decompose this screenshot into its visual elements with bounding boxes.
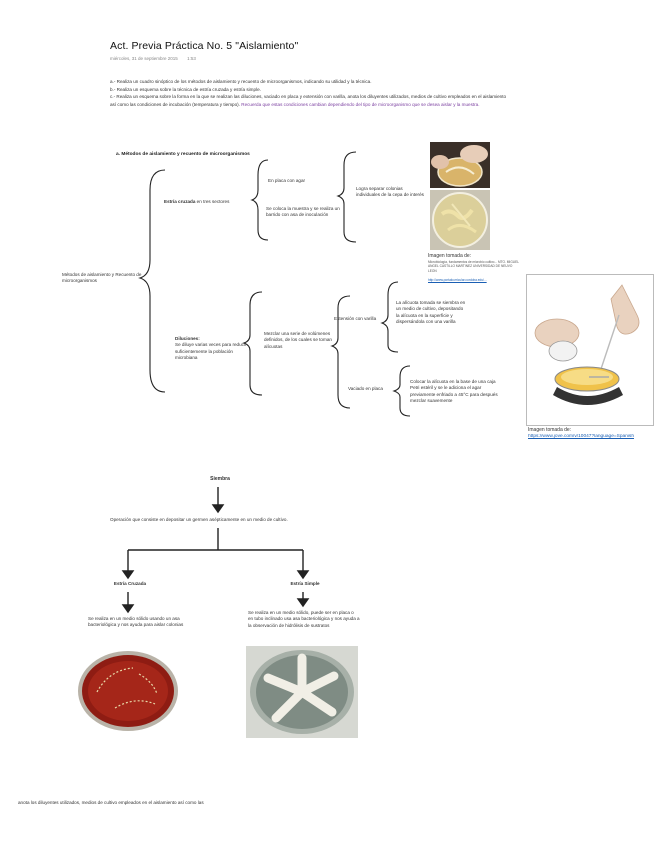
diluciones-node: Diluciones:Se diluye varias veces para r…	[175, 336, 247, 361]
page-title: Act. Previa Práctica No. 5 "Aislamiento"	[110, 40, 299, 52]
vaciado-text: Vaciado en placa	[348, 386, 383, 391]
mezclar-text: Mezclar una serie de volúmenes definidos…	[264, 331, 332, 349]
section-title: a. Métodos de aislamiento y recuento de …	[116, 152, 250, 157]
siembra-title: Siembra	[210, 476, 230, 482]
diluciones-label: Diluciones:	[175, 336, 200, 341]
hand-petri-photo	[430, 142, 490, 188]
instruction-note: Recuerda que estas condiciones cambian d…	[241, 101, 480, 107]
streak-plate-photo	[430, 190, 490, 250]
spreading-illustration	[526, 274, 654, 426]
img2-link[interactable]: https://www.jove.com/v/10047?language=Sp…	[528, 434, 634, 439]
extension-text: Extensión con varilla	[334, 316, 377, 321]
en-placa-text: En placa con agar	[268, 178, 306, 183]
estria-label: Estría cruzada	[164, 199, 196, 204]
estria-cruzada-node: Estría cruzada en tres sectores	[164, 199, 230, 204]
footer-text: anota los diluyentes utilizados, medios …	[18, 800, 204, 805]
img1-link[interactable]: http://www.portalcurricular.cordoba.edu/…	[428, 278, 487, 282]
estria-simple-title: Estría Simple	[290, 581, 320, 586]
estria-cruzada-title: Estría Cruzada	[113, 581, 147, 586]
colocar-text: Colocar la alícuota en la base de una ca…	[410, 379, 498, 404]
page-date: miércoles, 31 de septiembre 2015 1:53	[110, 56, 204, 61]
instruction-b: b.- Realiza un esquema sobre la técnica …	[110, 86, 261, 92]
estria-simple-text: Se realiza en un medio sólido, puede ser…	[248, 610, 360, 628]
simple-streak-photo	[246, 646, 358, 738]
coloca-text: Se coloca la muestra y se realiza un bar…	[266, 206, 340, 218]
instructions: a.- Realiza un cuadro sinóptico de los m…	[110, 78, 510, 108]
alicuota-text: La alícuota tomada se siembra en un medi…	[396, 300, 466, 325]
instruction-a: a.- Realiza un cuadro sinóptico de los m…	[110, 79, 372, 84]
time-text: 1:53	[187, 56, 196, 61]
estria-cruzada-text: Se realiza en un medio sólido usando un …	[88, 616, 184, 628]
img1-source: Microbiología, fundamentos de microbio c…	[428, 260, 519, 273]
logra-text: Logra separar colonias individuales de l…	[356, 186, 424, 198]
siembra-definition: Operación que consiste en depositar un g…	[110, 517, 288, 522]
date-text: miércoles, 31 de septiembre 2015	[110, 56, 178, 61]
img2-caption: Imagen tomada de:	[528, 427, 572, 433]
img1-caption: Imagen tomada de:	[428, 253, 472, 259]
root-label: Métodos de aislamiento y Recuento de mic…	[62, 272, 142, 284]
blood-agar-photo	[75, 648, 181, 734]
instruction-c: c.- Realiza un esquema sobre la forma en…	[110, 94, 507, 107]
